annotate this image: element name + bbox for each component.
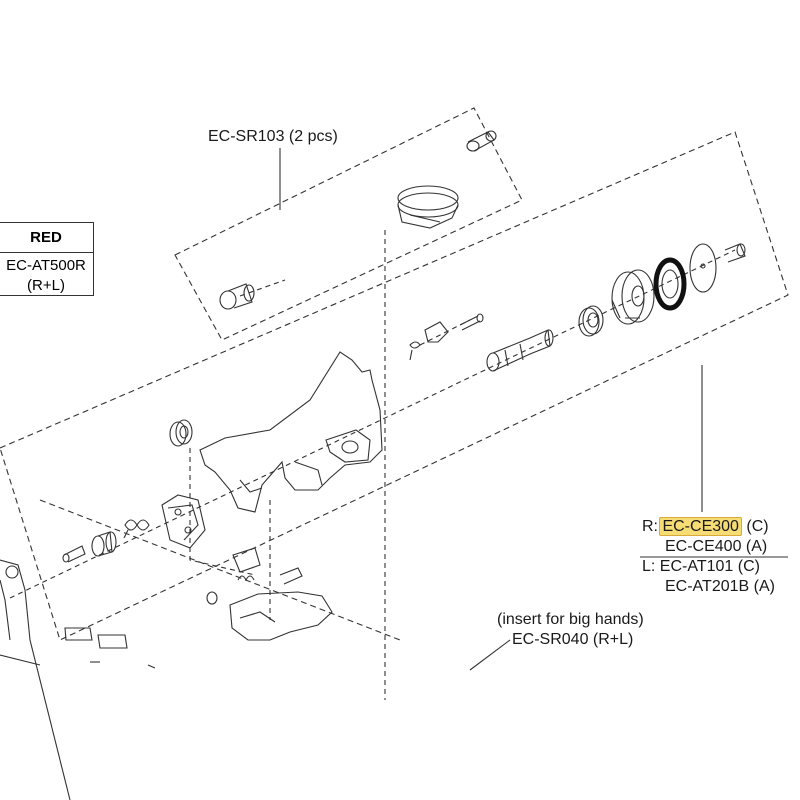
leader-ec-sr040 bbox=[469, 639, 511, 671]
partial-left-body bbox=[0, 559, 71, 800]
legend-line2: (R+L) bbox=[27, 277, 65, 294]
pin-left-part bbox=[62, 545, 86, 563]
axis-line-4 bbox=[189, 448, 256, 576]
label-ec-ce400: EC-CE400 (A) bbox=[665, 538, 768, 555]
label-ec-ce300-highlight: EC-CE300 bbox=[659, 517, 742, 536]
dashed-group-outline-upper bbox=[174, 107, 523, 341]
paddle-lever-part bbox=[229, 591, 333, 641]
legend-line1: EC-AT500R bbox=[6, 257, 86, 274]
label-r-line: R: EC-CE300 (C) bbox=[642, 517, 769, 536]
bushing-left-part bbox=[91, 531, 117, 557]
label-l-line: L: EC-AT101 (C) bbox=[642, 558, 760, 576]
spring-clip-part bbox=[409, 313, 484, 361]
gear-ring-part bbox=[578, 305, 604, 337]
small-washer-part bbox=[206, 591, 218, 605]
legend-cell: EC-AT500R (R+L) bbox=[0, 253, 93, 296]
axis-line-2 bbox=[239, 279, 286, 297]
label-ec-at201b: EC-AT201B (A) bbox=[665, 578, 775, 595]
pin-right-part bbox=[724, 243, 746, 263]
washer-part bbox=[689, 243, 717, 293]
pins-bottom-left bbox=[64, 627, 156, 669]
ring-left-part bbox=[169, 419, 193, 447]
bracket-plate-part bbox=[161, 494, 206, 549]
torsion-spring-part bbox=[123, 519, 150, 539]
label-l-prefix: L: bbox=[642, 558, 656, 575]
bushing-part bbox=[219, 283, 255, 310]
label-ec-sr103: EC-SR103 (2 pcs) bbox=[208, 128, 338, 145]
ratchet-part bbox=[611, 269, 655, 325]
legend-header: RED bbox=[0, 223, 93, 253]
clamp-band-part bbox=[397, 185, 459, 229]
block-part bbox=[232, 547, 303, 585]
label-ec-sr040: EC-SR040 (R+L) bbox=[512, 631, 634, 648]
lever-body-part bbox=[199, 351, 383, 513]
shaft-part bbox=[486, 329, 554, 372]
label-ec-at101: EC-AT101 (C) bbox=[659, 558, 760, 575]
label-insert-note: (insert for big hands) bbox=[497, 611, 644, 628]
label-r-prefix: R: bbox=[642, 518, 658, 535]
legend-table: RED EC-AT500R (R+L) bbox=[0, 222, 94, 296]
pin-top-part bbox=[466, 130, 497, 152]
axis-line-main bbox=[9, 249, 736, 599]
label-r-part1-suffix: (C) bbox=[746, 518, 769, 535]
coil-spring-part bbox=[653, 257, 687, 311]
dashed-group-outline-lower bbox=[0, 131, 789, 641]
dashed-group-outline-bottom bbox=[39, 499, 401, 641]
